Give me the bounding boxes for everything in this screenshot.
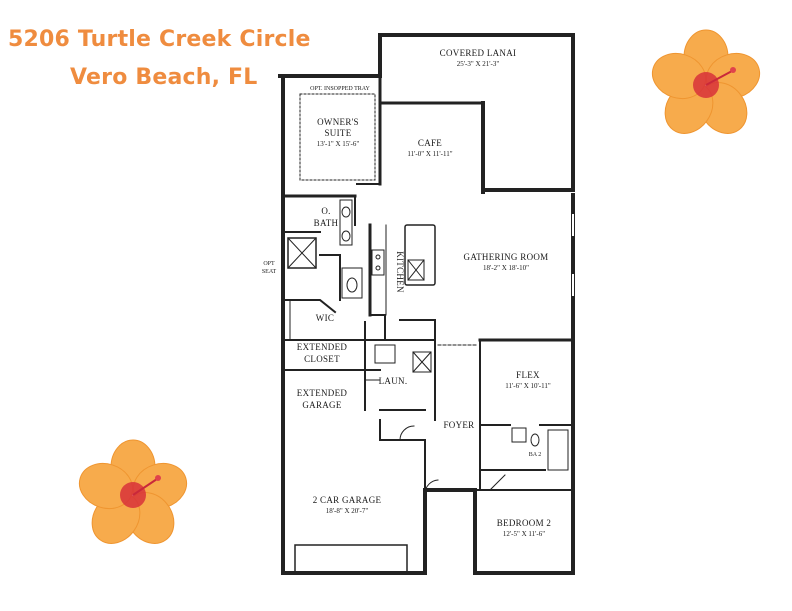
address-line-1: 5206 Turtle Creek Circle (8, 27, 311, 52)
extended-closet-label-1: EXTENDED (297, 342, 348, 352)
cafe-size: 11'-0" X 11'-11" (407, 150, 452, 158)
bedroom-2-size: 12'-5" X 11'-6" (503, 530, 545, 538)
opt-seat-label-2: SEAT (262, 269, 277, 275)
owners-suite-label-1: OWNER'S (317, 117, 359, 127)
gathering-room-size: 18'-2" X 18'-10" (483, 264, 529, 272)
cafe-label: CAFE (418, 138, 442, 148)
flex-size: 11'-6" X 10'-11" (505, 382, 551, 390)
wic-label: WIC (316, 313, 334, 323)
covered-lanai-size: 25'-3" X 21'-3" (457, 60, 500, 68)
kitchen-label: KITCHEN (395, 251, 405, 293)
extended-garage-label-2: GARAGE (302, 400, 342, 410)
owners-suite-label-2: SUITE (325, 128, 352, 138)
garage-label: 2 CAR GARAGE (313, 495, 382, 505)
owners-bath-label-1: O. (321, 206, 330, 216)
gathering-room-label: GATHERING ROOM (464, 252, 549, 262)
laundry-label: LAUN. (379, 376, 408, 386)
extended-garage-label-1: EXTENDED (297, 388, 348, 398)
opt-tray-label: OPT. INSOPPED TRAY (310, 86, 370, 92)
hibiscus-flower-icon (78, 439, 188, 544)
opt-seat-label-1: OPT (263, 261, 275, 267)
garage-size: 18'-8" X 20'-7" (326, 507, 369, 515)
address-line-2: Vero Beach, FL (70, 65, 258, 90)
bedroom-2-label: BEDROOM 2 (497, 518, 551, 528)
owners-suite-size: 13'-1" X 15'-6" (317, 140, 360, 148)
extended-closet-label-2: CLOSET (304, 354, 340, 364)
flex-label: FLEX (516, 370, 540, 380)
hibiscus-flower-icon (651, 29, 761, 134)
foyer-label: FOYER (443, 420, 474, 430)
bath-2-label: BA 2 (529, 452, 542, 458)
covered-lanai-label: COVERED LANAI (440, 48, 517, 58)
owners-bath-label-2: BATH (314, 218, 339, 228)
